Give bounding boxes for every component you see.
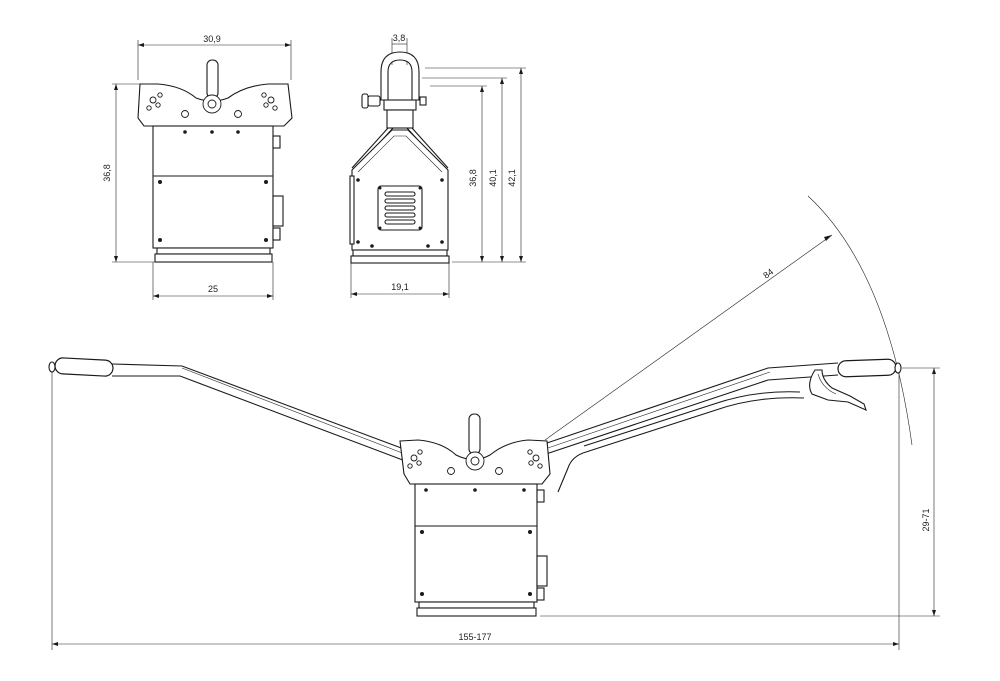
dim-side-width-bottom: 19,1 bbox=[391, 282, 409, 292]
dim-side-height-mid: 40,1 bbox=[488, 169, 498, 187]
dim-side-shackle-width: 3,8 bbox=[393, 33, 406, 43]
assembly-view: 84 bbox=[48, 195, 940, 650]
dim-side-height-outer: 42,1 bbox=[507, 169, 517, 187]
dim-front-width-bottom: 25 bbox=[208, 284, 218, 294]
dim-handle-height-range: 29-71 bbox=[921, 508, 931, 531]
dim-side-height-inner: 36,8 bbox=[468, 169, 478, 187]
side-view: 3,8 bbox=[349, 33, 526, 298]
dim-handle-radius: 84 bbox=[761, 267, 775, 281]
dim-overall-width-range: 155-177 bbox=[458, 632, 491, 642]
dim-front-width-top: 30,9 bbox=[203, 34, 221, 44]
dim-front-height: 36,8 bbox=[102, 164, 112, 182]
front-view: 30,9 36,8 25 bbox=[102, 34, 293, 300]
